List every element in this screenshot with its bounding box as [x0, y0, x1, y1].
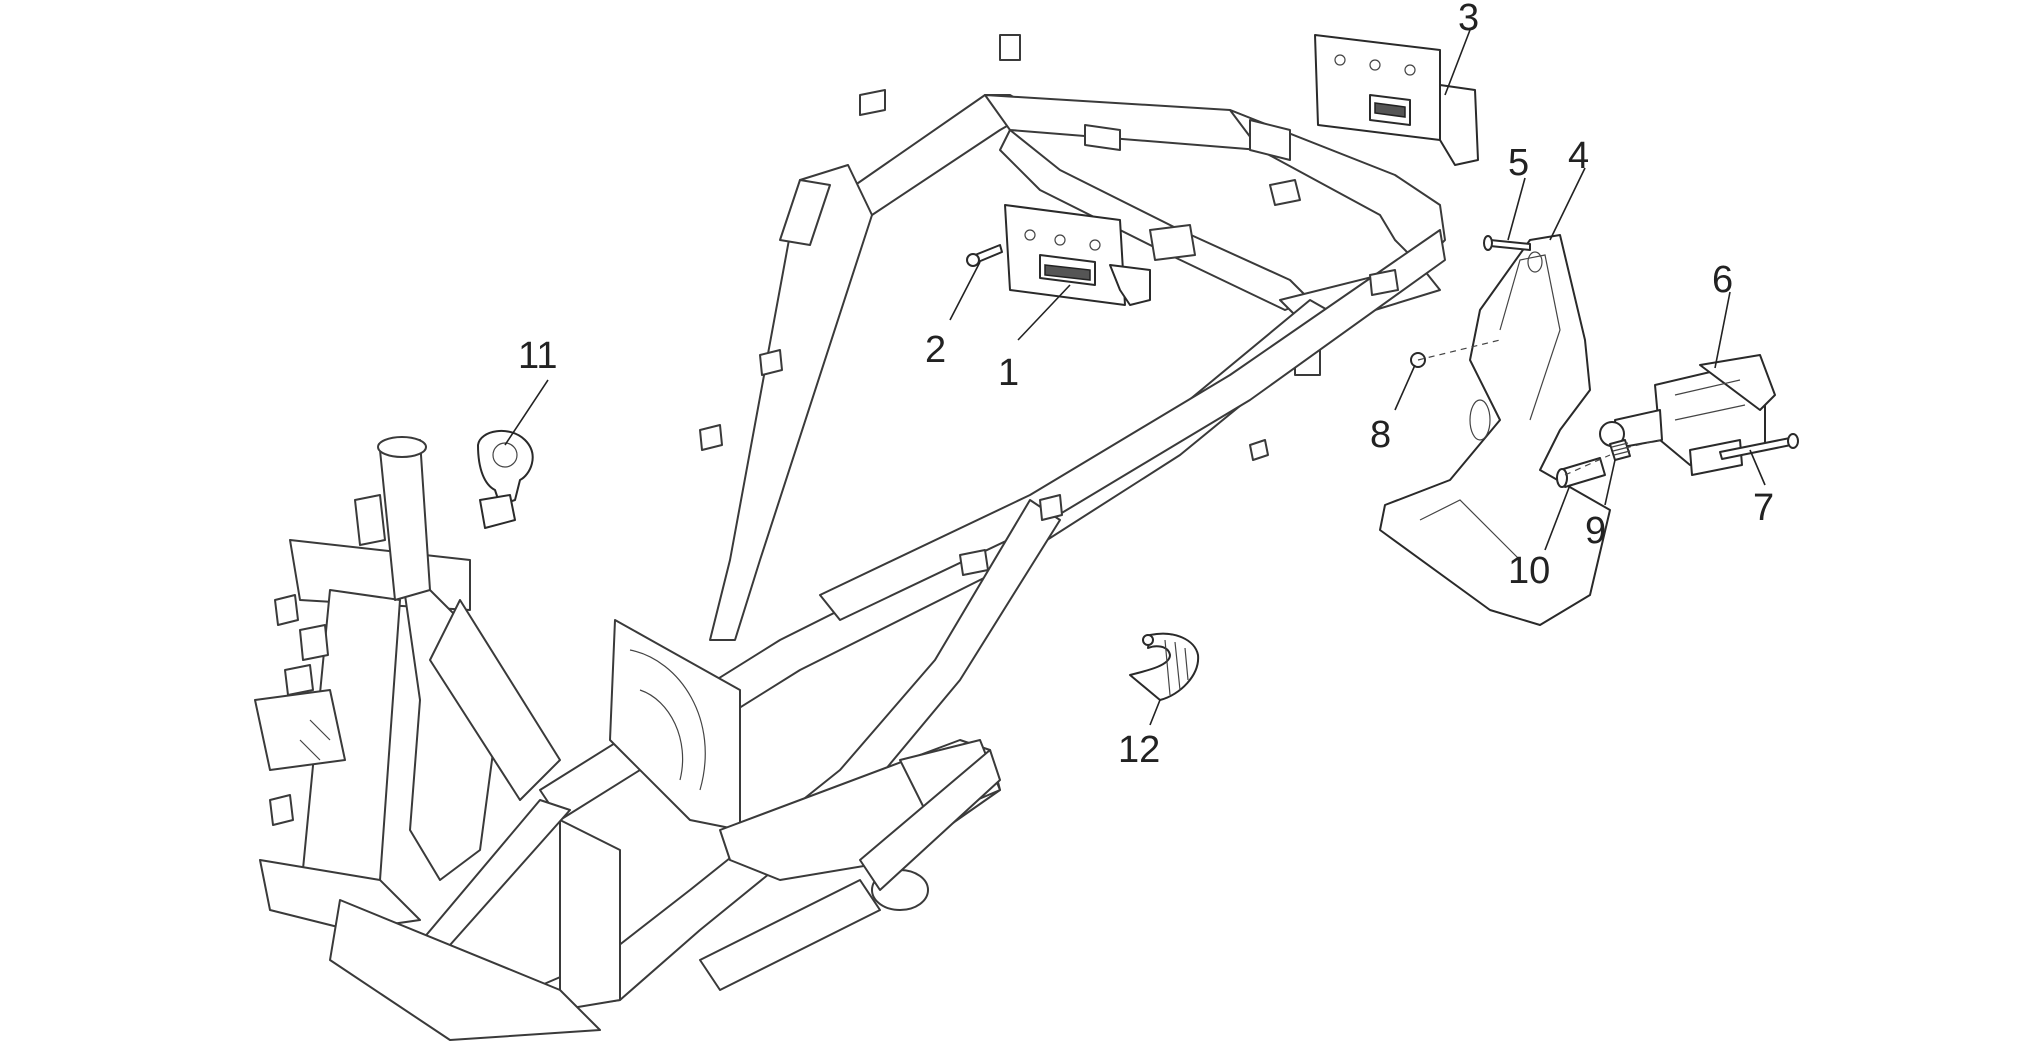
callout-1: 1	[998, 352, 1019, 394]
callout-11: 11	[518, 335, 557, 377]
callout-7: 7	[1753, 487, 1774, 529]
callout-4: 4	[1568, 135, 1589, 177]
part-1-seat-lock	[1004, 204, 1151, 306]
callout-10: 10	[1508, 550, 1550, 592]
part-9-spring	[1609, 439, 1631, 461]
callout-12: 12	[1118, 729, 1160, 771]
part-2-screw	[966, 244, 1003, 267]
callout-3: 3	[1458, 0, 1479, 39]
part-4-rear-bracket	[1379, 234, 1611, 626]
callout-9: 9	[1585, 510, 1606, 552]
part-7-bolt	[1719, 433, 1799, 460]
part-5-screw	[1483, 235, 1531, 251]
part-10-pin	[1556, 457, 1606, 488]
part-12-hose-clamp	[1129, 632, 1200, 701]
scooter-frame	[254, 34, 1446, 1041]
leader-lines	[504, 29, 1766, 726]
part-11-cable-guide	[477, 429, 534, 529]
callout-numbers: 1 2 3 4 5 6 7 8 9 10 11 12	[518, 0, 1774, 771]
callout-6: 6	[1712, 259, 1733, 301]
callout-5: 5	[1508, 142, 1529, 184]
part-3-lock-bracket	[1314, 34, 1479, 166]
callout-8: 8	[1370, 414, 1391, 456]
callout-2: 2	[925, 329, 946, 371]
